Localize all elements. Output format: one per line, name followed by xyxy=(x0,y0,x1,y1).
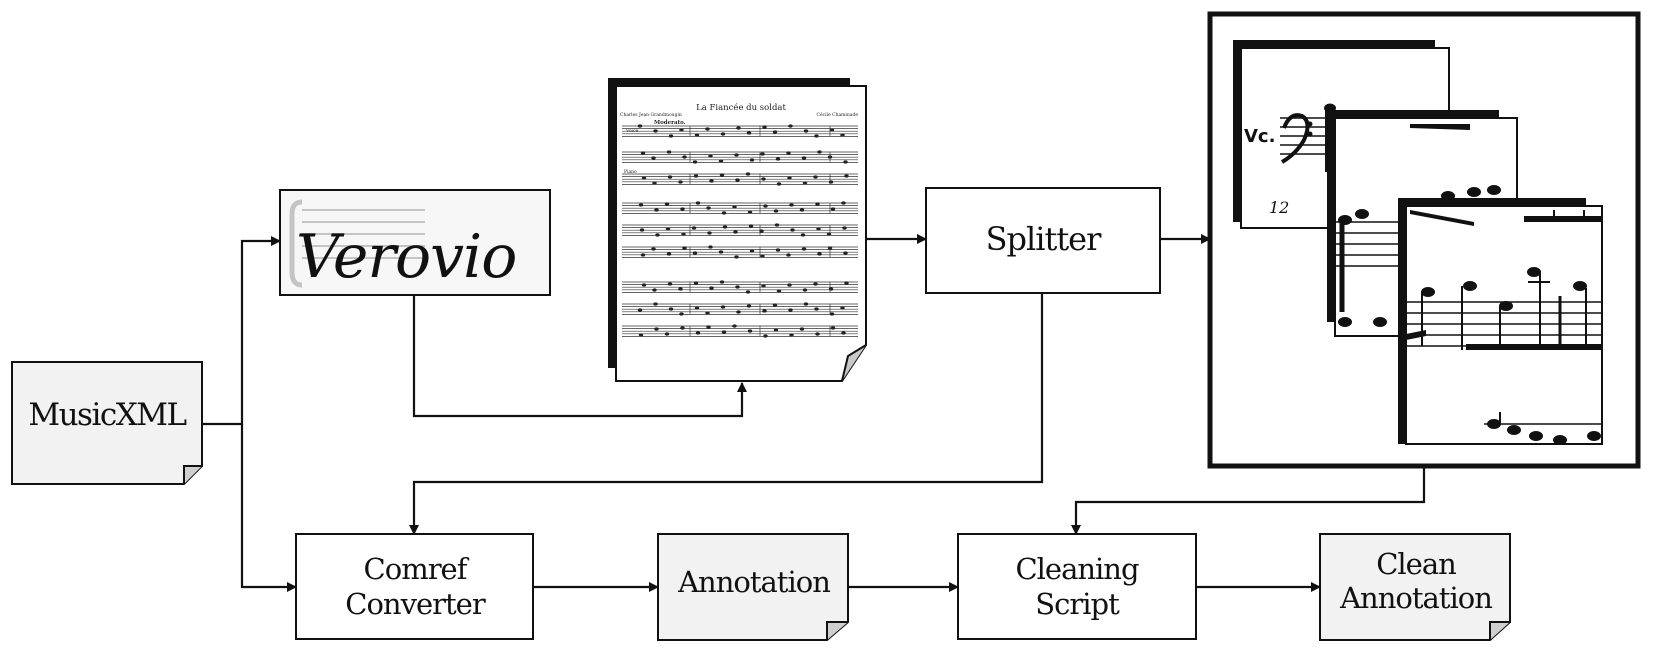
musicxml-label: MusicXML xyxy=(28,397,186,433)
verovio-logo: Verovio xyxy=(289,199,517,292)
clean-annotation-label-line1: Clean xyxy=(1376,547,1456,581)
comref-label-line2: Converter xyxy=(345,587,486,621)
edges xyxy=(202,234,1426,592)
score-title: La Fiancée du soldat xyxy=(696,102,786,113)
verovio-node[interactable]: Verovio xyxy=(279,189,551,296)
comref-label-line1: Comref xyxy=(364,552,470,586)
comref-converter-node[interactable]: Comref Converter xyxy=(295,533,534,640)
crop-sheet-3 xyxy=(1398,198,1603,445)
edge-verovio-to-score xyxy=(412,295,747,418)
score-composer-right: Cécile Chaminade xyxy=(817,111,859,118)
score-part-piano: Piano xyxy=(624,169,637,175)
clean-annotation-label-line2: Annotation xyxy=(1339,581,1492,615)
annotation-node[interactable]: Annotation xyxy=(657,533,849,641)
edge-splitter-to-comref xyxy=(409,293,1044,535)
crop-instrument-label: Vc. xyxy=(1244,126,1275,147)
musicxml-node[interactable]: MusicXML xyxy=(11,361,203,485)
splitter-label: Splitter xyxy=(986,220,1103,258)
score-composer-left: Charles Jean Grandmougin xyxy=(620,112,682,118)
score-staves xyxy=(622,124,858,338)
verovio-label: Verovio xyxy=(296,222,516,292)
cleaning-label-line2: Script xyxy=(1035,587,1120,621)
crop-measure-number: 12 xyxy=(1269,198,1289,217)
crops-panel: Vc. 12 xyxy=(1207,11,1641,469)
cleaning-script-node[interactable]: Cleaning Script xyxy=(957,533,1197,640)
cleaning-label-line1: Cleaning xyxy=(1015,552,1139,586)
score-tempo: Moderato. xyxy=(654,120,686,126)
score-sheet: La Fiancée du soldat Charles Jean Grandm… xyxy=(608,78,867,382)
edge-musicxml-to-comref xyxy=(240,424,297,592)
bass-clef-icon xyxy=(1280,113,1310,164)
splitter-node[interactable]: Splitter xyxy=(925,187,1161,294)
clean-annotation-node[interactable]: Clean Annotation xyxy=(1319,533,1511,641)
annotation-label: Annotation xyxy=(677,565,830,599)
edge-musicxml-to-verovio xyxy=(202,236,281,426)
edge-crops-to-cleaning xyxy=(1071,466,1426,535)
